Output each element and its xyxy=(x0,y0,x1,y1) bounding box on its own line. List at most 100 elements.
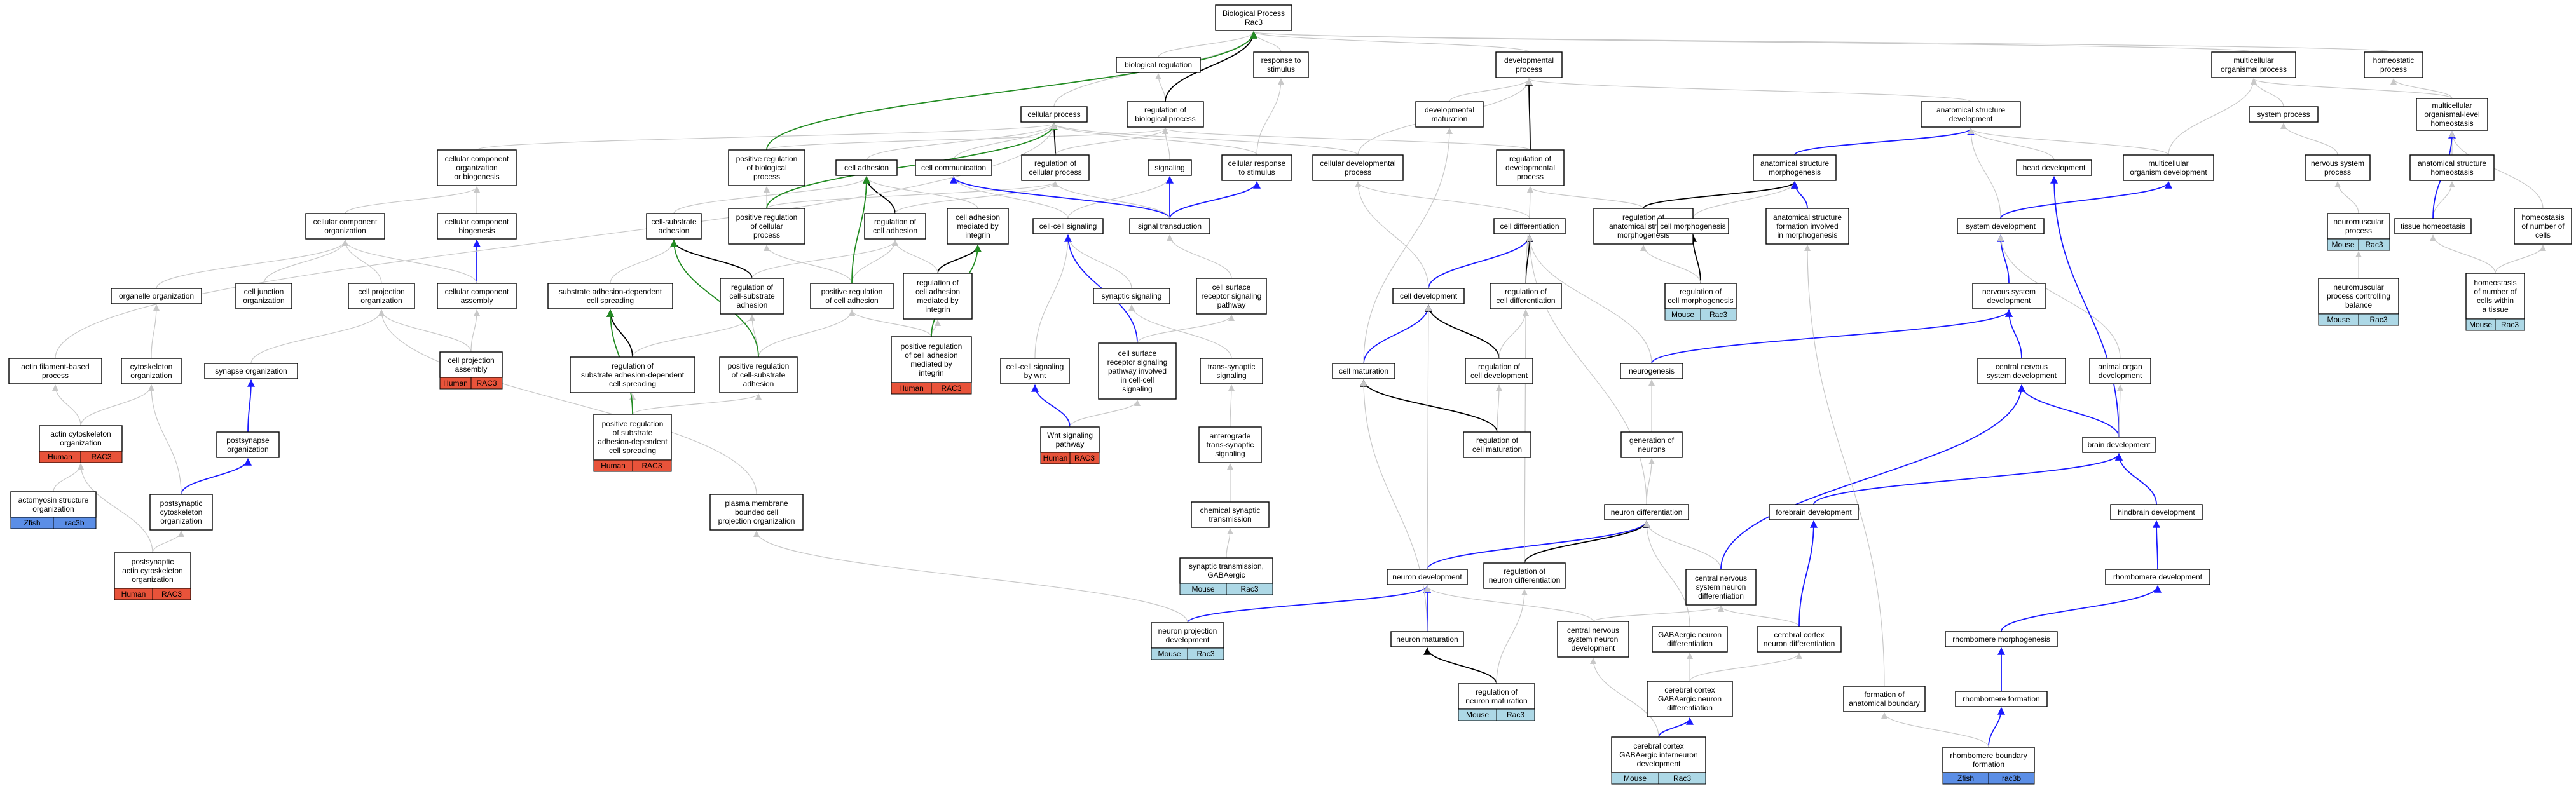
go-term-node-breg[interactable]: biological regulation xyxy=(1116,57,1201,73)
go-term-node-braindev[interactable]: brain development xyxy=(2082,437,2156,453)
go-term-node-tissuehomeo[interactable]: tissue homeostasis xyxy=(2394,218,2472,234)
go-term-node-forebrain[interactable]: forebrain development xyxy=(1769,504,1859,520)
go-term-node-celldiff[interactable]: cell differentiation xyxy=(1493,218,1566,234)
go-term-node-sysdev[interactable]: system development xyxy=(1957,218,2045,234)
go-term-node-cellmat[interactable]: cell maturation xyxy=(1332,363,1395,379)
go-term-node-neurdiff[interactable]: neuron differentiation xyxy=(1604,504,1689,520)
go-term-node-sigtrans[interactable]: signal transduction xyxy=(1129,218,1210,234)
go-term-node-synsig[interactable]: synaptic signaling xyxy=(1093,288,1170,304)
go-term-node-neurdev[interactable]: neuron development xyxy=(1387,569,1468,585)
go-term-node-neurmat[interactable]: neuron maturation xyxy=(1390,631,1464,647)
go-term-node-cellmorph[interactable]: cell morphogenesis xyxy=(1657,218,1729,234)
go-term-node-orgorg[interactable]: organelle organization xyxy=(111,288,202,304)
go-term-node-cellproc[interactable]: cellular process xyxy=(1020,106,1088,123)
go-term-node-celladh[interactable]: cell adhesion xyxy=(835,159,898,176)
go-term-node-cellcomm[interactable]: cell communication xyxy=(915,159,992,176)
go-term-node-celldev[interactable]: cell development xyxy=(1392,288,1465,304)
go-term-node-synorg[interactable]: synapse organization xyxy=(204,363,298,379)
go-term-node-headdev[interactable]: head development xyxy=(2016,159,2092,176)
go-term-node-sysproc[interactable]: system process xyxy=(2249,106,2319,123)
go-term-node-rhombform[interactable]: rhombomere formation xyxy=(1955,691,2048,707)
go-term-node-hindbrain[interactable]: hindbrain development xyxy=(2110,504,2203,520)
go-term-node-ccsig[interactable]: cell-cell signaling xyxy=(1032,218,1104,234)
go-term-node-rhombmorph[interactable]: rhombomere morphogenesis xyxy=(1945,631,2058,647)
go-term-node-neurogen[interactable]: neurogenesis xyxy=(1620,363,1683,379)
